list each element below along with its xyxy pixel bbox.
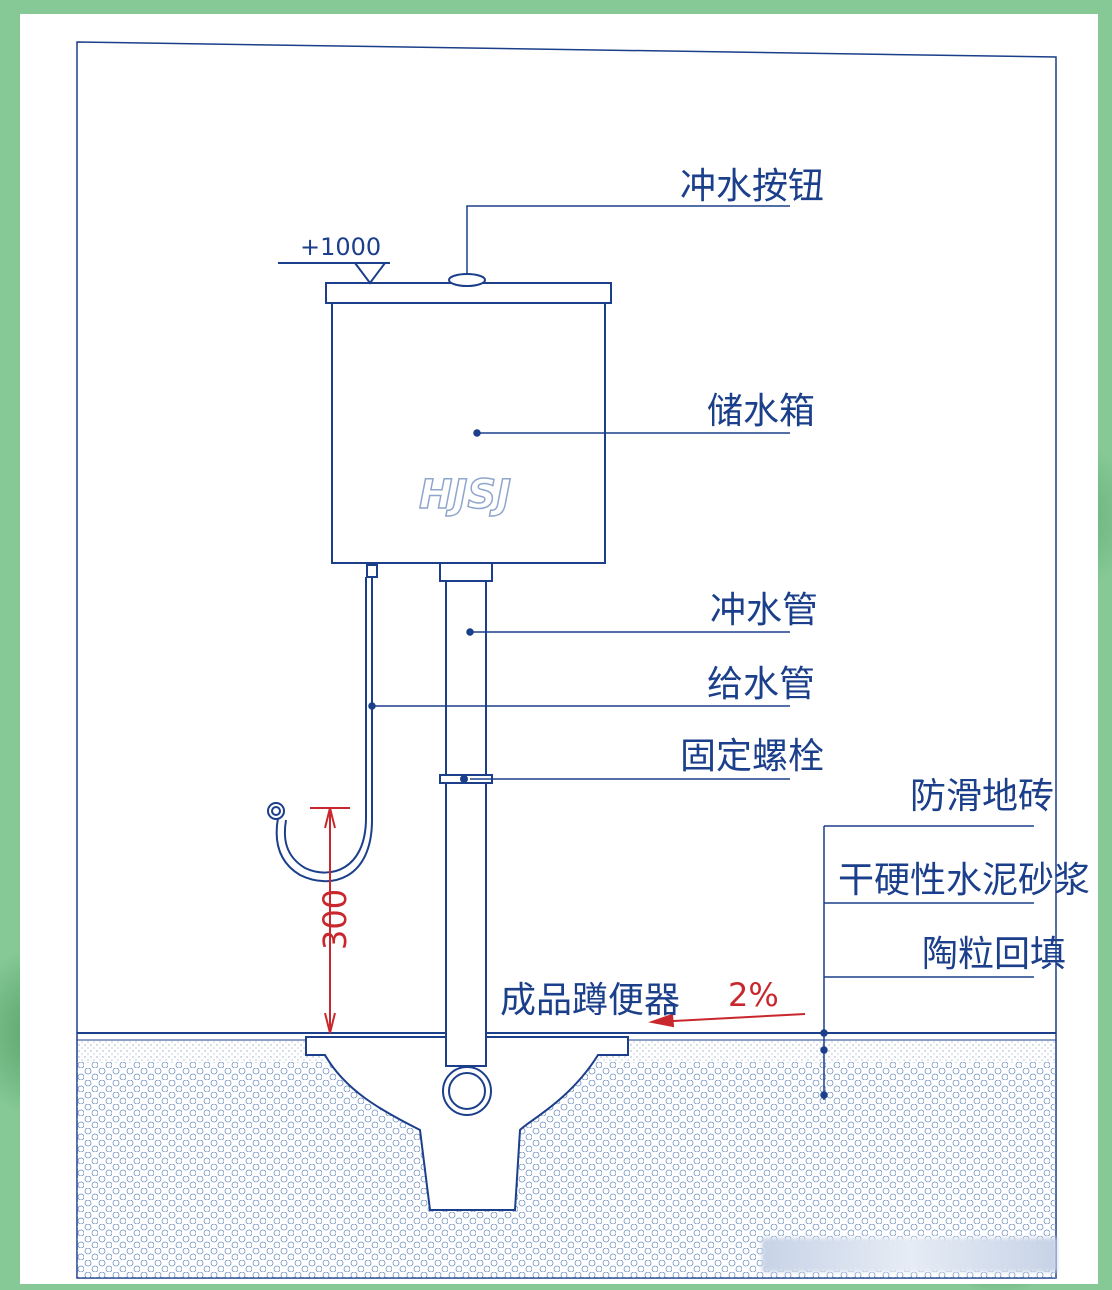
label-supply-pipe: 给水管	[707, 664, 815, 705]
elevation-text: +1000	[300, 233, 381, 261]
label-flush-pipe: 冲水管	[710, 590, 818, 631]
slope-arrow	[648, 1013, 806, 1028]
label-squat-toilet: 成品蹲便器	[500, 980, 680, 1021]
supply-hose	[267, 564, 378, 883]
brand-logo: HJSJ	[419, 472, 511, 518]
label-tank: 储水箱	[707, 391, 815, 432]
slope-text: 2%	[728, 976, 779, 1014]
elevation-marker	[278, 262, 390, 285]
label-flush-button: 冲水按钮	[680, 166, 824, 207]
label-fix-bolt: 固定螺栓	[680, 736, 824, 777]
height-dimension-text: 300	[316, 889, 354, 950]
label-dry-mortar: 干硬性水泥砂浆	[838, 860, 1090, 901]
label-antislip-tile: 防滑地砖	[910, 776, 1054, 817]
squat-toilet	[305, 1036, 629, 1211]
leader-lines	[368, 205, 790, 780]
flush-pipe	[439, 562, 493, 1067]
water-tank	[325, 273, 612, 564]
label-ceramsite-fill: 陶粒回填	[922, 934, 1066, 975]
watermark-blur	[762, 1238, 1057, 1272]
height-dimension	[310, 807, 350, 1034]
layer-leaders	[820, 825, 1034, 1100]
